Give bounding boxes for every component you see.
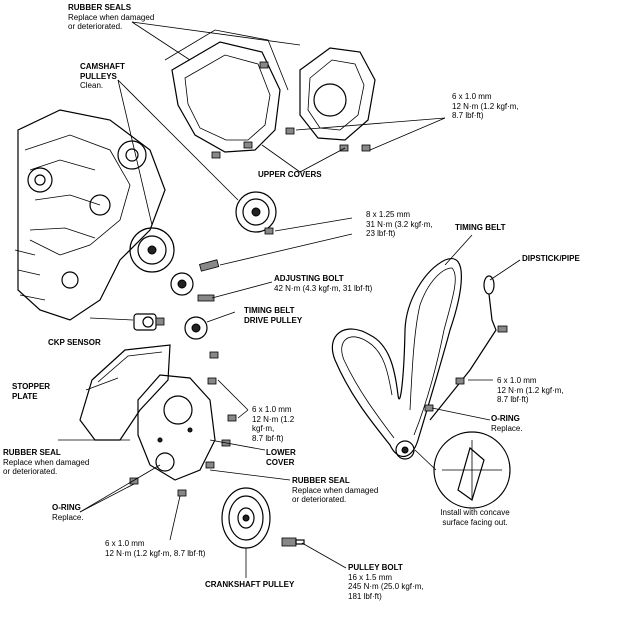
label-dipstick-pipe: DIPSTICK/PIPE bbox=[522, 254, 580, 263]
engine-block bbox=[14, 109, 166, 321]
label-install-note: Install with concave surface facing out. bbox=[440, 508, 510, 527]
o-ring-detail-callout bbox=[414, 431, 511, 509]
label-lower-cover: LOWER COVER bbox=[266, 448, 296, 467]
crankshaft-pulley bbox=[221, 487, 271, 549]
label-stopper-plate: STOPPER PLATE bbox=[12, 382, 51, 401]
label-upper-covers: UPPER COVERS bbox=[258, 170, 322, 179]
label-spec-dipstick: 6 x 1.0 mm 12 N·m (1.2 kgf·m, 8.7 lbf·ft… bbox=[497, 376, 564, 404]
camshaft-pulley-lower bbox=[129, 227, 175, 273]
label-ckp-sensor: CKP SENSOR bbox=[48, 338, 101, 347]
label-o-ring-left: O-RING Replace. bbox=[52, 503, 84, 522]
label-crankshaft-pulley: CRANKSHAFT PULLEY bbox=[205, 580, 295, 589]
label-timing-belt: TIMING BELT bbox=[455, 223, 506, 232]
upper-cover-right bbox=[299, 47, 376, 141]
label-adjusting-bolt: ADJUSTING BOLT 42 N·m (4.3 kgf·m, 31 lbf… bbox=[274, 274, 373, 293]
belt-adjuster bbox=[170, 259, 220, 302]
leader-lines bbox=[58, 21, 521, 578]
camshaft-pulley-upper bbox=[235, 191, 277, 233]
label-spec-adjuster: 8 x 1.25 mm 31 N·m (3.2 kgf·m, 23 lbf·ft… bbox=[366, 210, 433, 238]
label-rubber-seal-center: RUBBER SEAL Replace when damaged or dete… bbox=[292, 476, 379, 504]
label-spec-upper: 6 x 1.0 mm 12 N·m (1.2 kgf·m, 8.7 lbf·ft… bbox=[452, 92, 519, 120]
label-spec-crank: 6 x 1.0 mm 12 N·m (1.2 kgf·m, 8.7 lbf·ft… bbox=[105, 539, 206, 558]
label-rubber-seal-left: RUBBER SEAL Replace when damaged or dete… bbox=[3, 448, 90, 476]
dipstick-pipe bbox=[429, 275, 508, 421]
pulley-bolt bbox=[281, 537, 305, 547]
label-timing-belt-drive-pulley: TIMING BELT DRIVE PULLEY bbox=[244, 306, 303, 325]
label-spec-lower: 6 x 1.0 mm 12 N·m (1.2 kgf·m, 8.7 lbf·ft… bbox=[252, 405, 295, 443]
ckp-sensor bbox=[133, 313, 165, 331]
lower-cover bbox=[137, 374, 216, 481]
stopper-plate bbox=[79, 344, 171, 441]
label-pulley-bolt: PULLEY BOLT 16 x 1.5 mm 245 N·m (25.0 kg… bbox=[348, 563, 424, 601]
timing-belt-drive-pulley bbox=[184, 316, 208, 340]
crank-sprocket bbox=[395, 440, 415, 460]
label-camshaft-pulleys: CAMSHAFT PULLEYS Clean. bbox=[80, 62, 125, 90]
label-rubber-seals-top: RUBBER SEALS Replace when damaged or det… bbox=[68, 3, 155, 31]
upper-cover-left bbox=[164, 29, 289, 153]
timing-belt bbox=[331, 258, 462, 457]
label-o-ring-right: O-RING Replace. bbox=[491, 414, 523, 433]
bolts bbox=[129, 61, 465, 497]
